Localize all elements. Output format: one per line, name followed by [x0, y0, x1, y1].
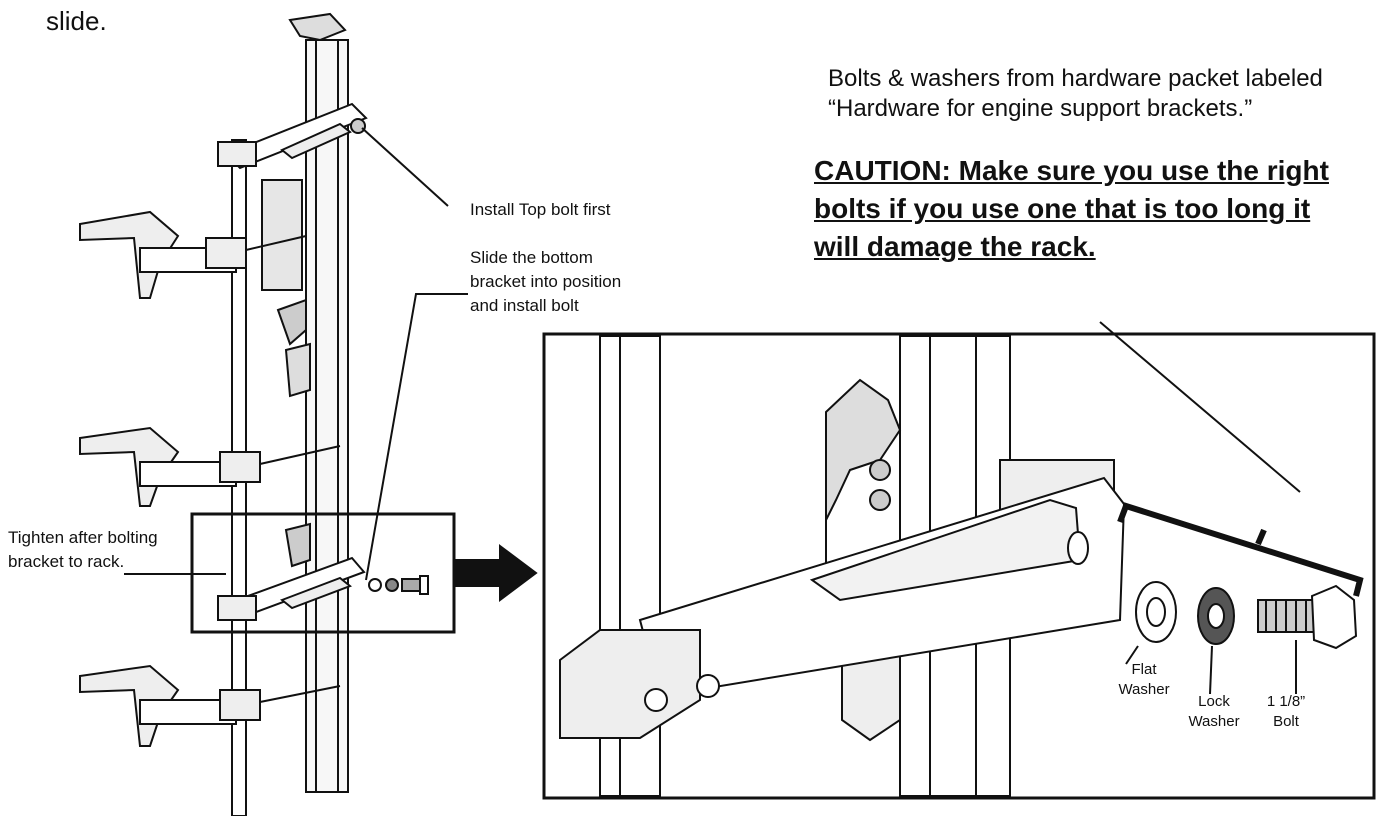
detail-view [542, 332, 1376, 800]
lead-text: slide. [46, 6, 107, 36]
support-arm-3 [79, 664, 341, 747]
flat-washer-icon [1135, 581, 1177, 643]
callout-tighten: Tighten after bolting bracket to rack. [8, 528, 158, 571]
label-flat-washer: Flat Washer [1118, 661, 1170, 698]
label-lock-washer: Lock Washer [1188, 693, 1240, 730]
callout-bottom-bracket: Slide the bottom bracket into position a… [470, 248, 622, 315]
lock-washer-icon [1197, 587, 1235, 645]
support-arm-2 [79, 426, 341, 507]
hardware-note: Bolts & washers from hardware packet lab… [828, 65, 1323, 122]
right-arrow-icon [455, 544, 538, 602]
callout-top-bolt: Install Top bolt first [470, 200, 611, 219]
rack-overview [79, 12, 429, 816]
label-bolt: 1 1/8” Bolt [1266, 693, 1306, 730]
caution-warning: CAUTION: Make sure you use the right bol… [814, 155, 1329, 262]
support-arm-1 [79, 210, 307, 299]
bolt-icon [1257, 584, 1358, 650]
